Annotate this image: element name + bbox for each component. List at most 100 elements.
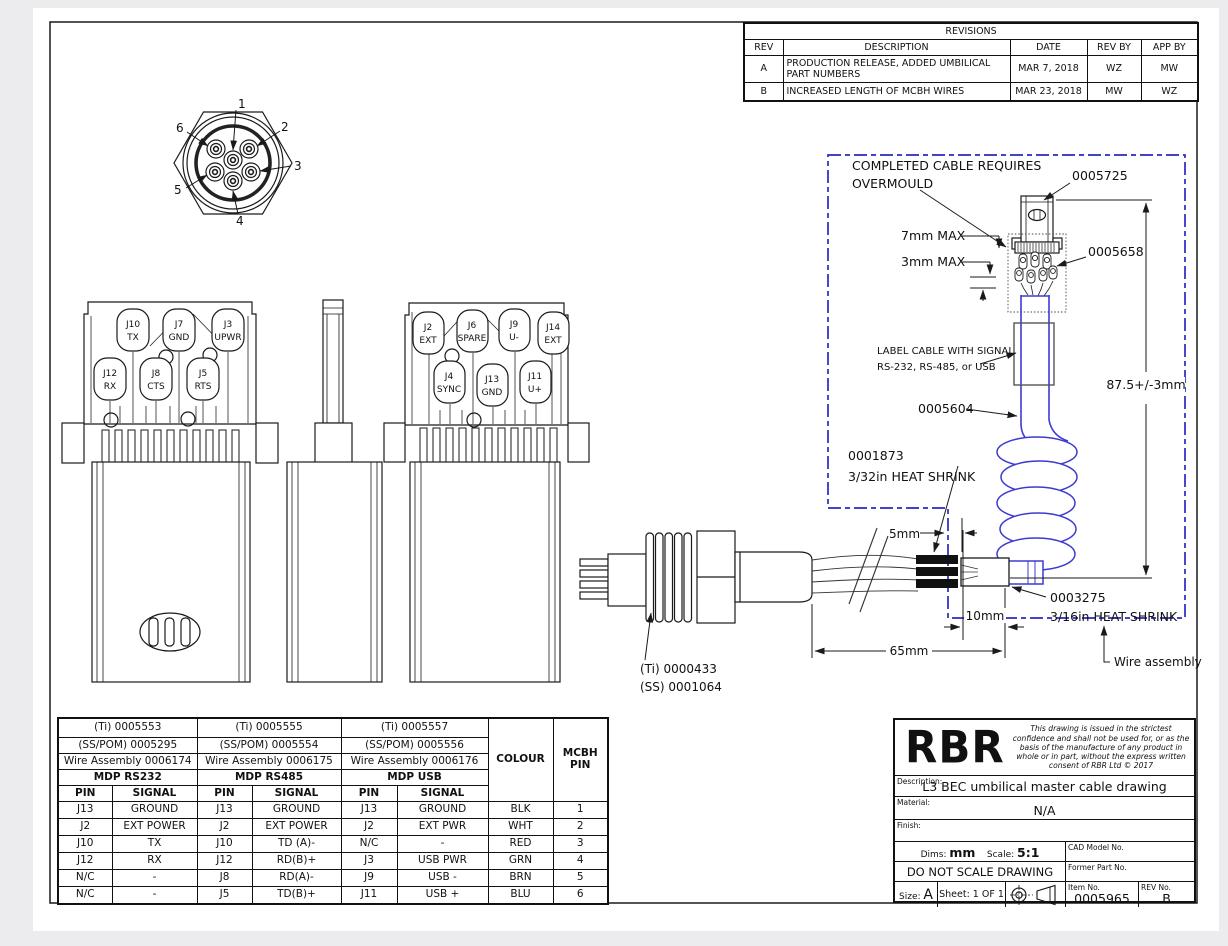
wires-into-shrink — [960, 564, 979, 581]
cell: A — [743, 55, 784, 83]
cell: B — [743, 82, 784, 101]
cell: J2 — [57, 818, 113, 836]
cad-model-label: CAD Model No. — [1068, 843, 1124, 852]
pad-j5-id: J5 — [198, 369, 207, 379]
dims-scale-cell: Dims: mm Scale: 5:1 — [895, 842, 1065, 861]
face-pin-3-label: 3 — [294, 159, 302, 173]
overmould-note-line2: OVERMOULD — [852, 176, 933, 191]
appby-col-header: APP BY — [1140, 39, 1199, 56]
dims-value: mm — [949, 845, 976, 860]
pad-j5-signal: RTS — [195, 382, 212, 392]
pad-j12-signal: RX — [104, 382, 116, 392]
projection-symbol-cell — [1005, 882, 1065, 907]
cell: MW — [1140, 55, 1199, 83]
pad-j9-id: J9 — [509, 320, 519, 330]
dim-7mm-label: 7mm MAX — [901, 228, 966, 243]
third-angle-projection-icon — [1009, 884, 1056, 905]
terminal-part-number: 0005658 — [1088, 244, 1144, 259]
wire-break-symbol — [848, 527, 889, 613]
cell: J11 — [340, 886, 398, 905]
cell: 3 — [552, 835, 609, 853]
dims-scale-row: Dims: mm Scale: 5:1 CAD Model No. — [895, 841, 1194, 861]
material-label: Material: — [897, 798, 930, 807]
pad-j2-id: J2 — [423, 323, 432, 333]
cell: EXT POWER — [251, 818, 342, 836]
no-scale-row: DO NOT SCALE DRAWING Former Part No. — [895, 861, 1194, 881]
connector-face-view: 1 2 3 4 5 6 — [173, 97, 302, 228]
cell: MAR 7, 2018 — [1009, 55, 1088, 83]
contact-pins — [205, 139, 261, 191]
rbr-logo: RBR — [905, 721, 1005, 773]
cell: - — [111, 886, 198, 905]
bulkhead-part-ss-label: (SS) 0001064 — [640, 680, 722, 694]
dim-text-halo — [1108, 377, 1185, 393]
mcbh-pin-header: MCBH PIN — [552, 717, 609, 802]
rev-number-label: REV No. — [1141, 883, 1171, 892]
cell: Wire Assembly 0006176 — [340, 753, 489, 770]
pad-j8-signal: CTS — [147, 382, 165, 392]
wire-assembly-row: Wire Assembly 0006174 Wire Assembly 0006… — [57, 753, 608, 770]
cell: MW — [1086, 82, 1142, 101]
cell: 1 — [552, 801, 609, 819]
revision-row-b: B INCREASED LENGTH OF MCBH WIRES MAR 23,… — [743, 82, 1199, 101]
heat-shrink-316-part: 0003275 — [1050, 590, 1106, 605]
rev-col-header: REV — [743, 39, 784, 56]
bulkhead-part-ti-label: (Ti) 0000433 — [640, 662, 717, 676]
cell: N/C — [340, 835, 398, 853]
pad-j4-id: J4 — [444, 372, 454, 382]
cell: SIGNAL — [111, 785, 198, 802]
title-block-logo-row: RBR This drawing is issued in the strict… — [895, 720, 1194, 775]
part-ss-row: (SS/POM) 0005295 (SS/POM) 0005554 (SS/PO… — [57, 737, 608, 754]
cell: BLK — [487, 801, 554, 819]
pad-j3-signal: UPWR — [214, 333, 241, 343]
cell: PIN — [340, 785, 398, 802]
pad-j6-id: J6 — [467, 321, 477, 331]
size-label: Size: — [899, 892, 921, 902]
connector-shell-opening — [139, 612, 201, 652]
pad-j9-signal: U- — [509, 333, 519, 343]
overmould-note-line1: COMPLETED CABLE REQUIRES — [852, 158, 1041, 173]
cell: Wire Assembly 0006175 — [196, 753, 342, 770]
cell: SIGNAL — [396, 785, 489, 802]
cell: N/C — [57, 869, 113, 887]
cell: N/C — [57, 886, 113, 905]
cell: RD(B)+ — [251, 852, 342, 870]
part-ti-row: (Ti) 0005553 (Ti) 0005555 (Ti) 0005557 C… — [57, 717, 609, 802]
face-pin-1-label: 1 — [238, 97, 246, 111]
pad-j14-id: J14 — [545, 323, 560, 333]
sheet-cell: Sheet: 1 OF 1 — [937, 882, 1005, 907]
cell: BRN — [487, 869, 554, 887]
mdp-plug-detail — [1011, 195, 1063, 297]
wire-assembly-label: Wire assembly — [1114, 655, 1202, 669]
pad-j10-id: J10 — [125, 320, 140, 330]
item-number-value: 0005965 — [1074, 891, 1130, 906]
scale-label: Scale: — [986, 850, 1015, 860]
dim-65mm-label: 65mm — [890, 644, 929, 658]
cell: EXT POWER — [111, 818, 198, 836]
revisions-header-row: REV DESCRIPTION DATE REV BY APP BY — [743, 39, 1199, 56]
description-row: Description: L3 BEC umbilical master cab… — [895, 775, 1194, 796]
ext-pads — [412, 308, 570, 407]
cell: RED — [487, 835, 554, 853]
size-value: A — [923, 887, 933, 903]
cable-part-number: 0005604 — [918, 401, 974, 416]
cad-model-cell: CAD Model No. — [1065, 842, 1194, 861]
rev-number-cell: REV No. B — [1138, 882, 1194, 907]
cell: MDP USB — [340, 769, 489, 786]
material-row: Material: N/A — [895, 796, 1194, 819]
cell: J13 — [57, 801, 113, 819]
cable-signal-label-sleeve — [1013, 322, 1055, 386]
cell: (Ti) 0005557 — [340, 717, 489, 738]
cell: - — [396, 835, 489, 853]
cell: (Ti) 0005555 — [196, 717, 342, 738]
cell: WZ — [1086, 55, 1142, 83]
cell: 5 — [552, 869, 609, 887]
cell: J12 — [57, 852, 113, 870]
plug-part-number: 0005725 — [1072, 168, 1128, 183]
pad-j11-signal: U+ — [528, 385, 542, 395]
